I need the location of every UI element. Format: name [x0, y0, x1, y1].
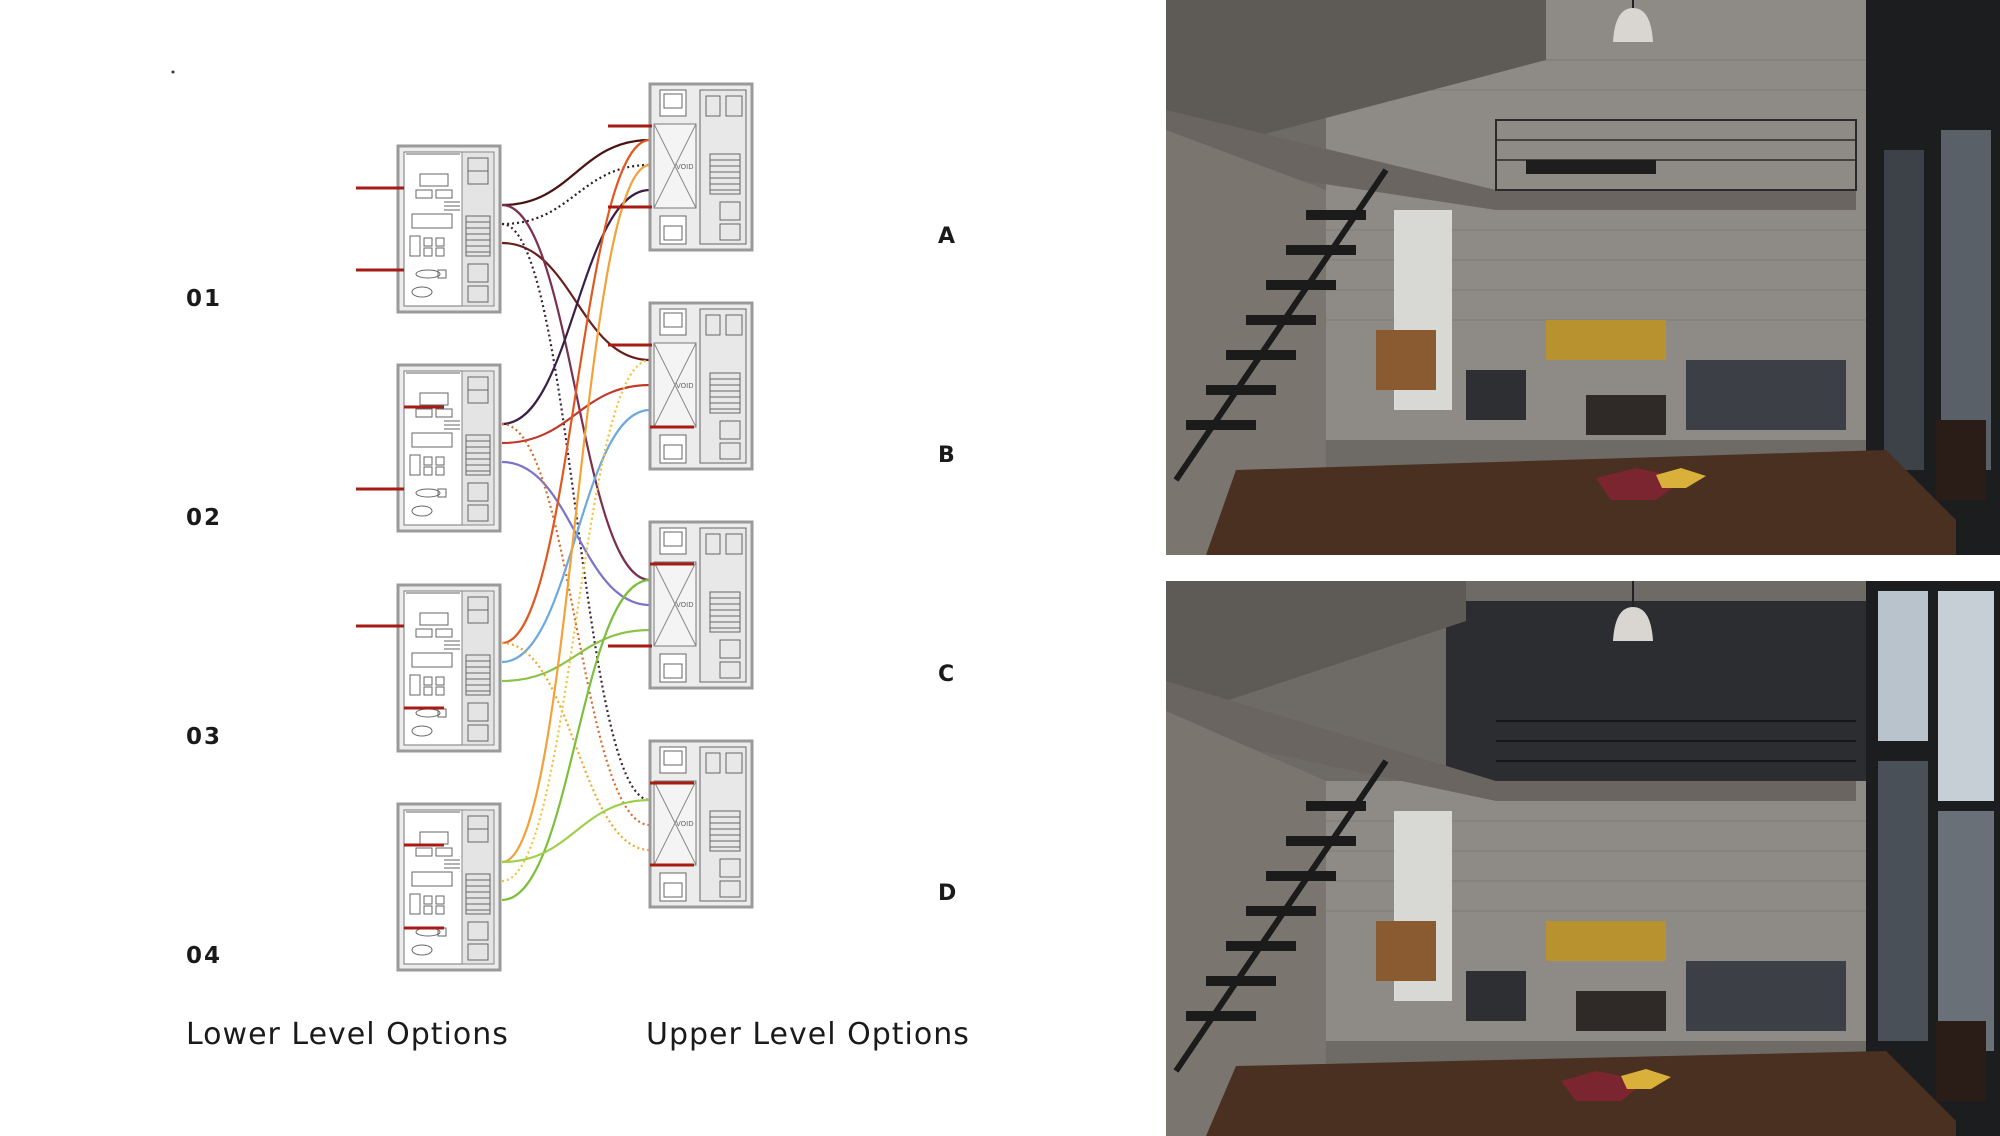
void-label: VOID [676, 382, 694, 390]
void-label: VOID [676, 163, 694, 171]
upper-label-c: C [938, 662, 955, 687]
upper-plan-c: VOID [608, 520, 754, 690]
upper-label-b: B [938, 443, 955, 468]
lower-label-02: 02 [186, 505, 223, 531]
connection-04-d [501, 798, 651, 864]
lower-label-03: 03 [186, 724, 223, 750]
lower-label-01: 01 [186, 286, 223, 312]
connection-04-b [501, 358, 651, 883]
plan-diagram: VOID VOID VOID VOID [171, 70, 754, 972]
void-label: VOID [676, 820, 694, 828]
connection-02-b [501, 383, 651, 445]
interior-photo-top [1166, 0, 2000, 555]
upper-plan-a: VOID [608, 82, 754, 252]
lower-plan-04 [396, 802, 502, 972]
connection-curves [501, 138, 651, 902]
connection-01-a [501, 138, 651, 207]
lower-plan-01 [356, 144, 502, 314]
connection-01-d [501, 222, 651, 802]
connection-03-a [501, 138, 651, 645]
upper-plan-d: VOID [648, 739, 754, 909]
stray-dot [171, 70, 175, 74]
caption-upper: Upper Level Options [646, 1017, 970, 1052]
connection-03-c [501, 628, 651, 683]
connection-03-b [501, 408, 651, 664]
connection-01-b [501, 241, 651, 362]
connection-02-d [501, 422, 651, 827]
connection-03-d [501, 641, 651, 852]
connection-04-a [501, 163, 651, 864]
connection-04-c [501, 578, 651, 902]
upper-plan-b: VOID [608, 301, 754, 471]
interior-photo-bottom [1166, 581, 2000, 1136]
upper-label-d: D [938, 881, 957, 906]
connection-01-a [501, 163, 651, 226]
void-label: VOID [676, 601, 694, 609]
upper-label-a: A [938, 224, 956, 249]
caption-lower: Lower Level Options [186, 1017, 509, 1052]
lower-plan-02 [356, 363, 502, 533]
lower-label-04: 04 [186, 943, 223, 969]
lower-plan-03 [356, 583, 502, 753]
